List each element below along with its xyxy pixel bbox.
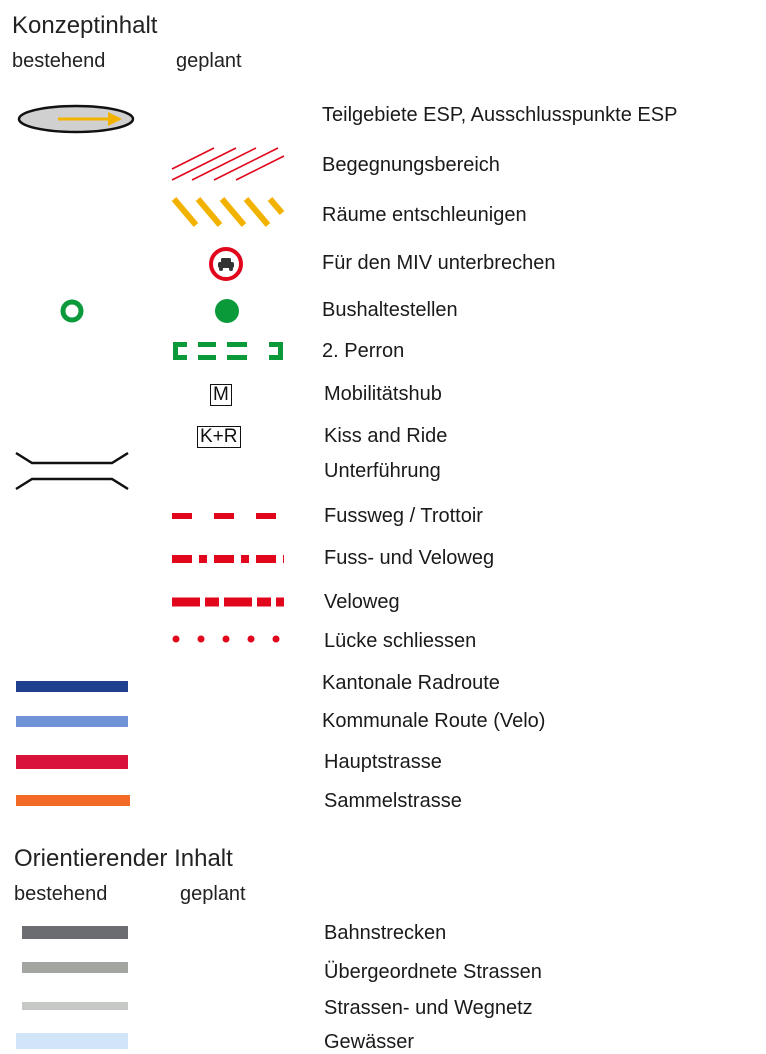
legend-label-raeume-entschleunigen: Räume entschleunigen — [322, 204, 527, 226]
legend-label-veloweg: Veloweg — [324, 591, 400, 613]
legend-label-kiss-and-ride: Kiss and Ride — [324, 425, 448, 447]
mobilitaetshub-symbol: M — [210, 384, 232, 406]
entschleunigen-stripes-symbol — [171, 197, 285, 227]
hauptstrasse-swatch — [16, 755, 128, 769]
bus-stop-existing-icon — [60, 299, 84, 323]
begegnungsbereich-hatch-symbol — [171, 147, 285, 181]
veloweg-line-symbol — [172, 597, 284, 607]
fuss-velo-line-symbol — [172, 555, 284, 563]
legend-label-hauptstrasse: Hauptstrasse — [324, 751, 442, 773]
uebergeordnete-strassen-swatch — [22, 962, 128, 973]
legend-label-sammelstrasse: Sammelstrasse — [324, 790, 462, 812]
no-motor-vehicles-icon — [209, 247, 243, 281]
legend-label-strassen-wegnetz: Strassen- und Wegnetz — [324, 997, 533, 1019]
kiss-and-ride-symbol: K+R — [197, 426, 241, 448]
column-header-geplant: geplant — [176, 50, 242, 72]
legend-label-bahnstrecken: Bahnstrecken — [324, 922, 447, 944]
kommunale-route-swatch — [16, 716, 128, 727]
legend-label-perron: 2. Perron — [322, 340, 405, 362]
fussweg-line-symbol — [172, 513, 284, 519]
legend-label-mobilitaetshub: Mobilitätshub — [324, 383, 442, 405]
kantonale-radroute-swatch — [16, 681, 128, 692]
legend-label-uebergeordnete-strassen: Übergeordnete Strassen — [324, 961, 542, 983]
gewaesser-swatch — [16, 1033, 128, 1049]
bahnstrecken-swatch — [22, 926, 128, 939]
luecke-dotted-symbol — [172, 635, 280, 643]
legend-label-fussweg: Fussweg / Trottoir — [324, 505, 483, 527]
legend-label-teilgebiete-esp: Teilgebiete ESP, Ausschlusspunkte ESP — [322, 104, 678, 126]
unterfuehrung-symbol — [15, 451, 129, 491]
section-title-orientierender-inhalt: Orientierender Inhalt — [14, 845, 233, 872]
column-header-bestehend: bestehend — [12, 50, 106, 72]
sammelstrasse-swatch — [16, 795, 130, 806]
legend-label-kommunale-route: Kommunale Route (Velo) — [322, 710, 546, 732]
legend-label-kantonale-radroute: Kantonale Radroute — [322, 672, 500, 694]
legend-label-luecke-schliessen: Lücke schliessen — [324, 630, 477, 652]
strassen-wegnetz-swatch — [22, 1002, 128, 1010]
section-title-konzeptinhalt: Konzeptinhalt — [12, 12, 158, 39]
legend-label-begegnungsbereich: Begegnungsbereich — [322, 154, 500, 176]
esp-area-symbol — [17, 104, 135, 134]
bus-stop-planned-icon — [215, 299, 239, 323]
legend-label-unterfuehrung: Unterführung — [324, 460, 441, 482]
legend-label-gewaesser: Gewässer — [324, 1031, 415, 1053]
column-header-geplant-2: geplant — [180, 883, 246, 905]
legend-label-miv-unterbrechen: Für den MIV unterbrechen — [322, 252, 556, 274]
column-header-bestehend-2: bestehend — [14, 883, 108, 905]
legend-label-bushaltestellen: Bushaltestellen — [322, 299, 458, 321]
perron-dashed-symbol — [173, 342, 283, 360]
legend-label-fuss-velo: Fuss- und Veloweg — [324, 547, 495, 569]
